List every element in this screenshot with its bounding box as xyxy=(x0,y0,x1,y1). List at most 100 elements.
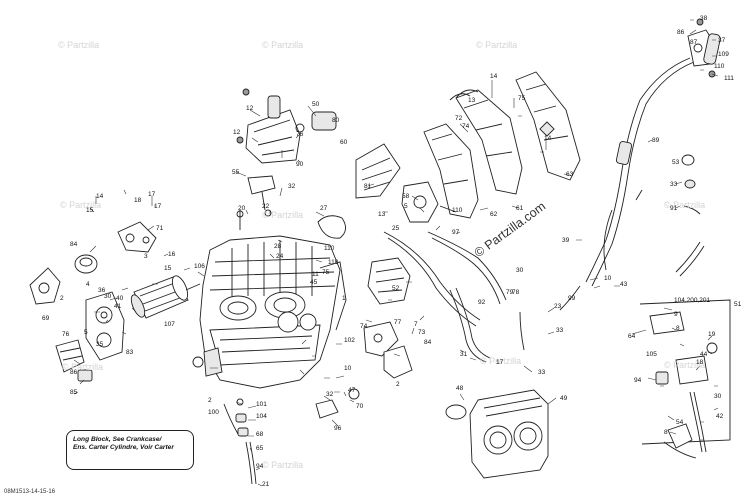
part-number: 87 xyxy=(690,39,698,46)
part-number: 78 xyxy=(512,289,520,296)
part-number: 2 xyxy=(208,397,212,404)
part-number: 84 xyxy=(70,241,78,248)
part-number: 32 xyxy=(326,391,334,398)
part-number: 65 xyxy=(256,445,264,452)
part-number: 30 xyxy=(516,267,524,274)
part-number: 5 xyxy=(404,203,408,210)
part-number: 101 xyxy=(256,401,267,408)
part-number: 81 xyxy=(364,183,372,190)
part-number: 2 xyxy=(396,381,400,388)
part-number: 15 xyxy=(164,265,172,272)
part-number: 33 xyxy=(538,369,546,376)
part-number: 25 xyxy=(392,225,400,232)
part-number: 11 xyxy=(312,271,319,278)
part-number: 50 xyxy=(312,101,320,108)
sensor-assembly-icon xyxy=(639,299,731,459)
small-parts-icon xyxy=(675,154,705,277)
part-number: 42 xyxy=(716,413,724,420)
part-number: 58 xyxy=(402,193,410,200)
watermark: © Partzilla xyxy=(664,360,706,370)
note-line: Long Block, See Crankcase/ xyxy=(73,436,162,443)
part-number: 97 xyxy=(452,229,460,236)
part-number: 2 xyxy=(60,295,64,302)
part-number: 17 xyxy=(496,359,504,366)
part-number: 9 xyxy=(674,311,678,318)
watermark: © Partzilla xyxy=(262,210,304,220)
oil-reservoir-icon xyxy=(367,257,411,305)
part-number: 110 xyxy=(324,245,335,252)
long-block-note: Long Block, See Crankcase/ Ens. Carter C… xyxy=(66,430,194,470)
part-number: 21 xyxy=(262,481,270,488)
part-number: 90 xyxy=(296,161,304,168)
part-number: 51 xyxy=(734,301,742,308)
part-number: 14 xyxy=(96,193,104,200)
part-number: 77 xyxy=(394,319,402,326)
part-number: 105 xyxy=(646,351,657,358)
part-number: 4 xyxy=(86,281,90,288)
part-number: 18 xyxy=(134,197,142,204)
part-number: 35 xyxy=(96,341,104,348)
bracket-69-icon xyxy=(29,267,61,305)
part-number: 1 xyxy=(342,295,346,302)
part-number: 24 xyxy=(276,253,284,260)
part-number: 10 xyxy=(604,275,612,282)
part-number: 69 xyxy=(42,315,50,322)
part-number: 76 xyxy=(296,131,304,138)
part-number: 64 xyxy=(628,333,636,340)
part-number: 106 xyxy=(194,263,205,270)
part-number: 20 xyxy=(238,205,246,212)
part-number: 33 xyxy=(556,327,564,334)
part-number: 76 xyxy=(62,331,70,338)
part-number: 74 xyxy=(360,323,368,330)
part-number: 104 xyxy=(256,413,267,420)
part-number: 102 xyxy=(344,337,355,344)
part-number: 17 xyxy=(154,203,162,210)
part-number: 75 xyxy=(518,95,526,102)
part-number: 109 xyxy=(718,51,729,58)
part-number: 79 xyxy=(506,289,514,296)
part-number: 96 xyxy=(334,425,342,432)
part-number: 13 xyxy=(378,211,386,218)
part-number: 47 xyxy=(348,387,356,394)
part-number: 28 xyxy=(274,243,282,250)
part-number: 30 xyxy=(104,293,112,300)
part-number: 54 xyxy=(676,419,684,426)
part-number: 74 xyxy=(462,123,470,130)
watermark: © Partzilla xyxy=(262,460,304,470)
part-number: 55 xyxy=(232,169,240,176)
part-number: 36 xyxy=(98,287,106,294)
part-number: 99 xyxy=(568,295,576,302)
part-number: 111 xyxy=(724,75,734,82)
pulley-icon xyxy=(74,254,98,274)
part-number: 33 xyxy=(670,181,678,188)
starter-motor-icon xyxy=(130,275,201,319)
part-number: 52 xyxy=(392,285,400,292)
part-number: 32 xyxy=(288,183,296,190)
part-number: 45 xyxy=(310,279,318,286)
part-number: 91 xyxy=(670,205,678,212)
part-number: 61 xyxy=(516,205,524,212)
part-number: 14 xyxy=(490,73,498,80)
part-number: 48 xyxy=(456,385,464,392)
upper-bracket-icon xyxy=(236,88,337,164)
part-number: 44 xyxy=(700,351,708,358)
part-number: 86 xyxy=(677,29,685,36)
watermark: © Partzilla xyxy=(476,40,518,50)
part-number: 85 xyxy=(70,389,78,396)
control-cable-icon xyxy=(519,57,695,351)
part-number: 23 xyxy=(554,303,562,310)
part-number: 110 xyxy=(328,259,339,266)
part-number: 41 xyxy=(114,303,122,310)
part-number: 8 xyxy=(664,429,668,436)
part-number: 92 xyxy=(478,299,486,306)
hose-clamps-icon xyxy=(223,388,360,485)
watermark: © Partzilla xyxy=(58,40,100,50)
engine-mount-bracket-icon xyxy=(236,175,276,230)
part-number: 49 xyxy=(560,395,568,402)
mount-bracket-71-icon xyxy=(117,221,157,253)
part-number: 18 xyxy=(696,359,704,366)
part-number: 10 xyxy=(344,365,352,372)
part-number: 94 xyxy=(256,463,264,470)
part-number: 110 xyxy=(452,207,463,214)
part-number: 71 xyxy=(156,225,164,232)
